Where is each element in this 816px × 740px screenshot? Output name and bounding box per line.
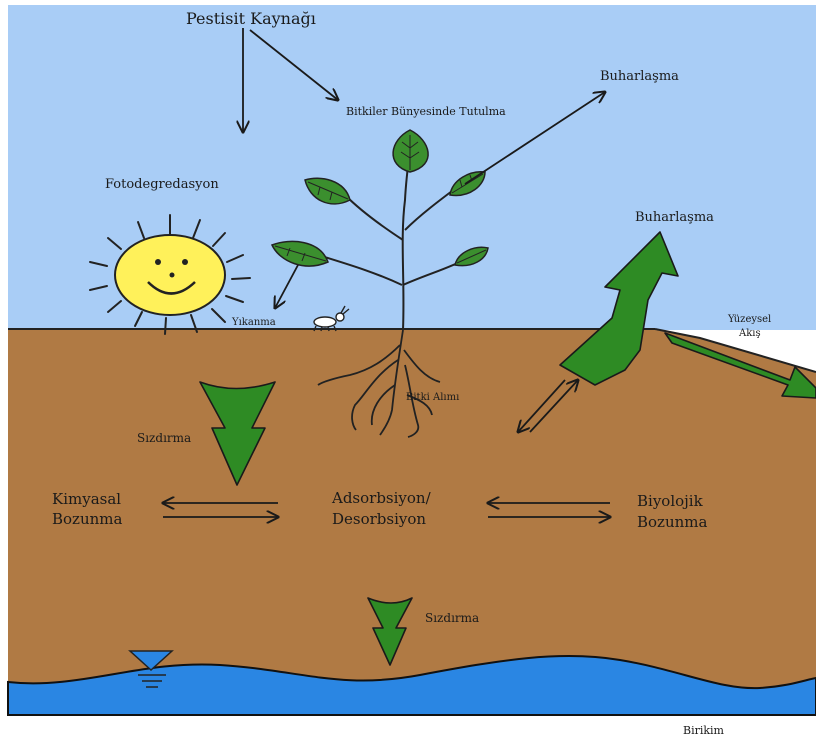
label-surface-runoff-1: Yüzeysel [727, 314, 771, 325]
label-accumulation: Birikim [683, 724, 725, 737]
label-biological-degradation-2: Bozunma [637, 513, 708, 531]
label-chemical-degradation-2: Bozunma [52, 510, 123, 528]
label-leaching-top: Sızdırma [137, 431, 191, 445]
label-plant-uptake: Bitki Alımı [406, 392, 459, 403]
label-adsorption-2: Desorbsiyon [332, 510, 426, 528]
label-surface-runoff-2: Akış [738, 328, 761, 339]
label-pesticide-source: Pestisit Kaynağı [186, 9, 316, 28]
label-photodegradation: Fotodegredasyon [105, 177, 219, 192]
label-chemical-degradation-1: Kimyasal [52, 490, 121, 508]
label-washing: Yıkanma [231, 317, 276, 328]
label-evaporation-top: Buharlaşma [600, 69, 679, 84]
label-leaching-bottom: Sızdırma [425, 611, 479, 625]
label-biological-degradation-1: Biyolojik [637, 492, 704, 510]
label-plant-retention: Bitkiler Bünyesinde Tutulma [346, 105, 506, 118]
label-adsorption-1: Adsorbsiyon/ [331, 489, 432, 507]
label-evaporation-right: Buharlaşma [635, 210, 714, 225]
